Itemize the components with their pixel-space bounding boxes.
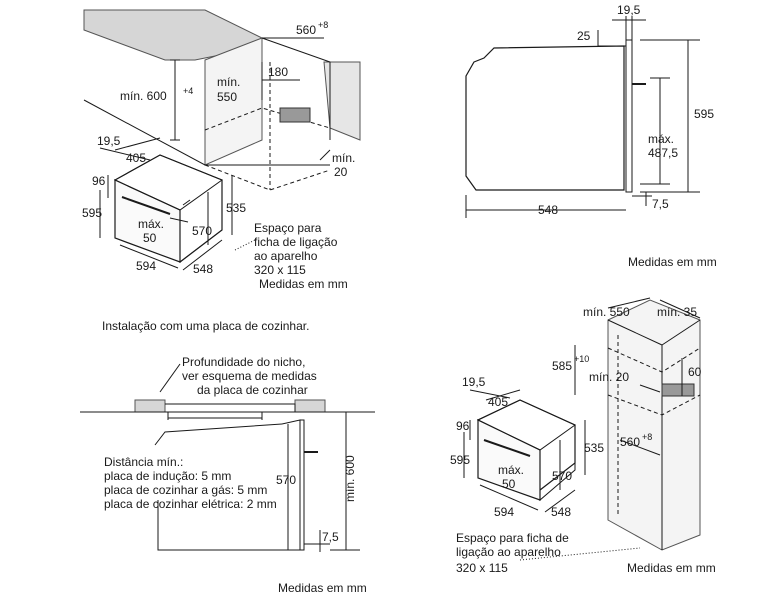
socket-text-tall-3: 320 x 115 — [456, 561, 508, 575]
dim-570-section: 570 — [276, 473, 296, 487]
dim-594: 594 — [136, 259, 156, 273]
socket-area-1 — [279, 107, 311, 123]
dim-19-5-tall: 19,5 — [462, 375, 486, 389]
units-label-4: Medidas em mm — [627, 561, 716, 575]
socket-text-tall-2: ligação ao aparelho — [456, 545, 561, 559]
min-distance-title: Distância mín.: — [104, 455, 183, 469]
niche-note-1: Profundidade do nicho, — [182, 355, 305, 369]
min-distance-electric: placa de cozinhar elétrica: 2 mm — [104, 497, 277, 511]
dim-19-5: 19,5 — [97, 134, 121, 148]
socket-text-tall-1: Espaço para ficha de — [456, 531, 569, 545]
dim-min600-tolerance: +4 — [183, 86, 193, 96]
oven-front-panel — [625, 39, 633, 193]
dim-max50-line1: máx. — [138, 217, 164, 231]
niche-note-2: ver esquema de medidas — [182, 369, 317, 383]
dim-min20-tall: mín. 20 — [589, 370, 629, 384]
dim-min550-tall: mín. 550 — [583, 305, 630, 319]
min-distance-induction: placa de indução: 5 mm — [104, 469, 231, 483]
dim-585: 585 — [552, 359, 572, 373]
dim-548-side: 548 — [538, 203, 558, 217]
socket-text-3: ao aparelho — [254, 249, 318, 263]
dim-595-tall: 595 — [450, 453, 470, 467]
dim-560: 560 — [296, 23, 316, 37]
socket-area-4 — [661, 383, 695, 397]
dim-560-tolerance: +8 — [318, 20, 328, 30]
dim-min600-section: mín. 600 — [343, 455, 357, 502]
dim-min600: mín. 600 — [120, 89, 167, 103]
dim-25: 25 — [577, 29, 591, 43]
dim-min20-line1: mín. — [332, 151, 355, 165]
drawing-niche-section: Profundidade do nicho, ver esquema de me… — [80, 355, 375, 595]
dim-535-tall: 535 — [584, 441, 604, 455]
dim-548-tall: 548 — [551, 505, 571, 519]
dim-594-tall: 594 — [494, 505, 514, 519]
dim-min550-line2: 550 — [217, 90, 237, 104]
socket-text-2: ficha de ligação — [254, 235, 338, 249]
dim-min35: mín. 35 — [657, 305, 697, 319]
dim-570: 570 — [192, 224, 212, 238]
dim-max-line1: máx. — [648, 132, 674, 146]
dim-560-tall-tolerance: +8 — [642, 432, 652, 442]
dim-96-tall: 96 — [456, 419, 470, 433]
units-label-2: Medidas em mm — [628, 255, 717, 269]
dim-min550-line1: mín. — [217, 75, 240, 89]
dim-570-tall: 570 — [552, 469, 572, 483]
dim-max-tall-line2: 50 — [502, 477, 516, 491]
min-distance-gas: placa de cozinhar a gás: 5 mm — [104, 483, 267, 497]
dim-max-line2: 487,5 — [648, 146, 678, 160]
caption-hob-install: Instalação com uma placa de cozinhar. — [102, 319, 309, 333]
dim-96: 96 — [92, 174, 106, 188]
oven-side-profile — [465, 45, 625, 191]
dim-max-tall-line1: máx. — [498, 463, 524, 477]
dim-595-side: 595 — [694, 107, 714, 121]
drawing-tall-unit: mín. 550 mín. 35 585 +10 mín. 20 60 560 … — [450, 297, 716, 575]
drawing-under-hob: 560 +8 mín. 600 +4 mín. 550 180 mín. 20 … — [82, 9, 361, 333]
worktop-left — [134, 399, 166, 413]
dim-min20-line2: 20 — [334, 165, 348, 179]
dim-max50-line2: 50 — [143, 231, 157, 245]
dim-7-5-section: 7,5 — [322, 530, 339, 544]
dim-548: 548 — [193, 262, 213, 276]
dim-7-5-side: 7,5 — [652, 197, 669, 211]
dim-405-tall: 405 — [488, 395, 508, 409]
worktop-right — [294, 399, 326, 413]
dim-405: 405 — [126, 151, 146, 165]
worktop-right — [323, 61, 361, 141]
dim-180: 180 — [268, 65, 288, 79]
socket-text-4: 320 x 115 — [254, 263, 306, 277]
dim-560-tall: 560 — [620, 435, 640, 449]
niche-note-3: da placa de cozinhar — [197, 383, 308, 397]
dim-585-tolerance: +10 — [574, 354, 589, 364]
socket-text-1: Espaço para — [254, 221, 322, 235]
dim-19-5-side: 19,5 — [617, 3, 641, 17]
dim-535: 535 — [226, 201, 246, 215]
dim-595: 595 — [82, 206, 102, 220]
drawing-side-profile: 19,5 25 595 máx. 487,5 548 7,5 Medidas e… — [465, 3, 717, 269]
units-label-1: Medidas em mm — [259, 277, 348, 291]
dim-60: 60 — [688, 365, 702, 379]
tall-cabinet — [607, 299, 701, 551]
units-label-3: Medidas em mm — [278, 581, 367, 595]
